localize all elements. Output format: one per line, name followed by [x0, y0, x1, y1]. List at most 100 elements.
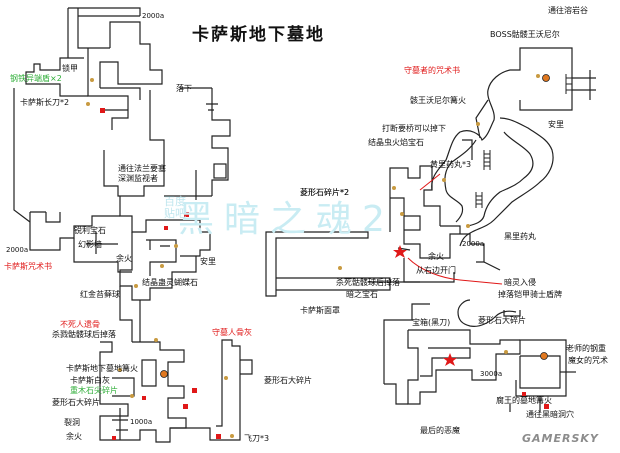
chest-icon	[192, 388, 197, 393]
map-walls	[13, 7, 596, 443]
label-boss: BOSS骷髅王沃尼尔	[490, 30, 560, 39]
boss-fog-icon	[393, 245, 407, 258]
label-drop-down: 落下	[176, 84, 192, 93]
label-large-shard-3: 菱形石大碎片	[478, 316, 526, 325]
label-pyromancy-book: 卡萨斯咒术书	[4, 262, 52, 271]
label-khopesh: 卡萨斯长刀*2	[20, 98, 70, 107]
item-pickup-icon	[118, 368, 122, 372]
label-ember-2: 余火	[66, 432, 82, 441]
label-red-moss: 红金苔藓球	[80, 290, 120, 299]
ladder-marks	[475, 74, 573, 208]
chest-icon	[216, 434, 221, 439]
chest-icon	[100, 108, 105, 113]
label-last-demon: 最后的恶魔	[420, 426, 460, 435]
label-chainmail: 锁甲	[62, 64, 78, 73]
label-witch-set: 魔女的咒术	[568, 356, 608, 365]
label-teacher-gear: 老师的钢重	[566, 344, 606, 353]
label-gravekeeper-book: 守墓者的咒术书	[404, 66, 460, 75]
item-pickup-icon	[224, 376, 228, 380]
red-route-lines	[407, 173, 503, 285]
label-break-bridge: 打断要桥可以掉下	[382, 124, 446, 133]
distance-label: 2000a	[142, 12, 165, 20]
label-to-iron-keep: 通往溶岩谷	[548, 6, 588, 15]
distance-label: 3000a	[480, 370, 503, 378]
chest-icon	[183, 404, 188, 409]
watermark: 黑暗之魂2	[178, 199, 395, 240]
label-twinkling-2: 菱形石碎片*2	[300, 188, 350, 197]
item-pickup-icon	[134, 284, 138, 288]
item-pickup-icon	[476, 122, 480, 126]
chest-icons	[100, 108, 549, 440]
watermark-sub: 百度 贴吧	[164, 196, 186, 220]
label-fire-gem: 结晶虫火焰宝石	[368, 138, 424, 147]
chest-icon	[142, 396, 146, 400]
boss-fog-icons	[393, 245, 457, 366]
bonfire-icon	[540, 352, 548, 360]
chest-icon	[112, 436, 116, 440]
label-heavy-shard: 重木石尖碎片	[70, 386, 118, 395]
label-catacomb-bonfire: 卡萨斯地下墓地篝火	[66, 364, 138, 373]
watermark-sub1: 百度	[164, 195, 186, 208]
distance-label: 2000a	[6, 246, 29, 254]
item-pickup-icon	[174, 244, 178, 248]
label-illusory-wall: 幻影墙	[78, 240, 102, 249]
label-crack: 裂洞	[64, 418, 80, 427]
item-pickup-icon	[90, 78, 94, 82]
label-safe-spot: 安里	[200, 257, 216, 266]
label-amber-herb: 黄里药丸*3	[430, 160, 472, 169]
watermark-sub2: 贴吧	[164, 207, 186, 220]
item-pickup-icon	[154, 338, 158, 342]
boss-fog-icon	[443, 353, 457, 366]
label-to-dark-cave: 通往黑暗洞穴	[526, 410, 574, 419]
item-pickup-icon	[230, 434, 234, 438]
label-throwing-knife: 飞刀*3	[244, 434, 270, 443]
item-pickup-icon	[442, 178, 446, 182]
item-pickup-icon	[160, 264, 164, 268]
item-pickup-icon	[86, 102, 90, 106]
item-pickup-icon	[536, 74, 540, 78]
label-twinkling-shards: 菱形石碎片*2	[300, 188, 350, 197]
label-steel-shield: 钢铁异端盾×2	[10, 74, 62, 83]
label-skeleton-drop-2: 杀死骷髅球后掉落	[336, 278, 400, 287]
item-pickup-icons	[86, 74, 540, 438]
item-pickup-icon	[392, 186, 396, 190]
item-pickup-icon	[130, 394, 134, 398]
bonfire-icon	[542, 74, 550, 82]
label-ember-3: 余火	[428, 252, 444, 261]
label-crystal-lizard: 结晶蛊灵蝴蝶石	[142, 278, 198, 287]
label-sharp-gem: 锐利宝石	[74, 226, 106, 235]
label-dark-pine: 黑里药丸	[504, 232, 536, 241]
distance-label: 2000a	[462, 240, 485, 248]
label-boss-bonfire: 骸王沃尼尔篝火	[410, 96, 466, 105]
item-pickup-icon	[504, 350, 508, 354]
gamersky-logo: GAMERSKY	[522, 432, 599, 445]
label-skeleton-drop: 杀戮骷髅球后掉落	[52, 330, 116, 339]
chest-icon	[544, 404, 549, 409]
label-safe-spot-2: 安里	[548, 120, 564, 129]
label-knight-shield-drop: 掉落铠甲骑士盾牌	[498, 290, 562, 299]
label-dark-gem: 暗之宝石	[346, 290, 378, 299]
label-gravekeeper: 守墓人骨灰	[212, 328, 252, 337]
label-open-right-door: 从右边开门	[416, 266, 456, 275]
label-chest-black: 宝箱(黑刀)	[412, 318, 451, 327]
label-undead-bones: 不死人遗骨	[60, 320, 100, 329]
chest-icon	[522, 392, 526, 396]
label-mask: 卡萨斯面罩	[300, 306, 340, 315]
chest-icon	[184, 212, 189, 217]
label-large-shard-1: 菱形石大碎片	[52, 398, 100, 407]
bonfire-icons	[160, 74, 550, 378]
label-ember: 余火	[116, 254, 132, 263]
label-tomb-bonfire: 腐王的墓地篝火	[496, 396, 552, 405]
map-title: 卡萨斯地下墓地	[192, 25, 325, 45]
bonfire-icon	[160, 370, 168, 378]
item-pickup-icon	[400, 212, 404, 216]
item-pickup-icon	[466, 224, 470, 228]
label-dark-invasion: 暗灵入侵	[504, 278, 536, 287]
label-watchers: 深渊监视者	[118, 174, 158, 183]
label-to-fortress: 通往法兰要塞	[118, 164, 166, 173]
chest-icon	[164, 226, 168, 230]
label-large-shard-2: 菱形石大碎片	[264, 376, 312, 385]
distance-label: 1000a	[130, 418, 153, 426]
item-pickup-icon	[338, 266, 342, 270]
